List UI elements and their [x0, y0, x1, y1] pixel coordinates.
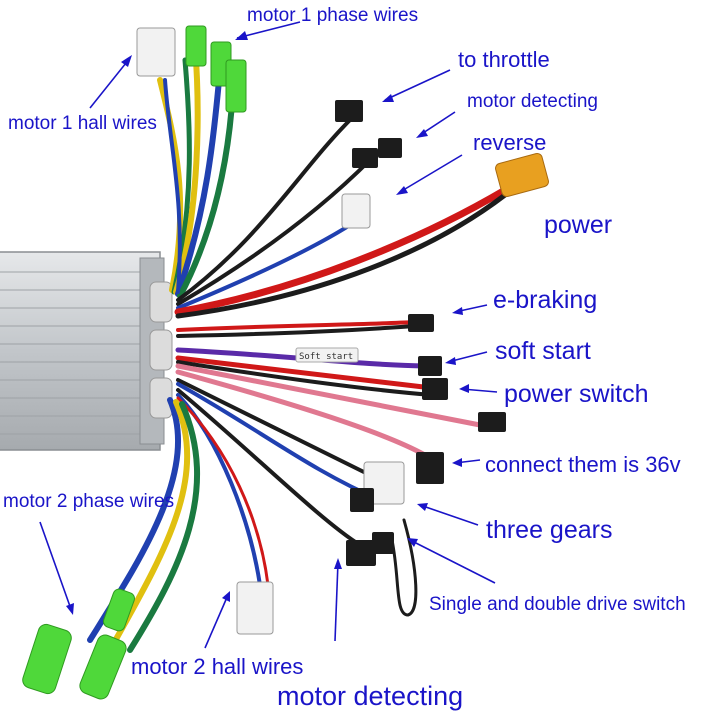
label-motor2-phase-wires: motor 2 phase wires — [3, 491, 175, 512]
label-power: power — [544, 211, 613, 239]
label-power-switch: power switch — [504, 380, 649, 408]
upper-signal-wires — [174, 100, 549, 319]
label-soft-start: soft start — [495, 337, 591, 365]
label-to-throttle: to throttle — [458, 47, 550, 72]
label-motor1-phase-wires: motor 1 phase wires — [247, 5, 419, 26]
label-reverse: reverse — [473, 130, 547, 155]
label-e-braking: e-braking — [493, 286, 598, 314]
label-motor2-hall-wires: motor 2 hall wires — [131, 654, 304, 679]
label-motor-detecting-top: motor detecting — [467, 91, 598, 112]
label-motor-detecting-bottom: motor detecting — [277, 681, 464, 711]
pointer-arrows — [39, 21, 498, 649]
label-motor1-hall-wires: motor 1 hall wires — [8, 113, 157, 134]
soft-start-wire-tag: Soft start — [299, 352, 353, 362]
label-single-double-drive-switch: Single and double drive switch — [429, 594, 686, 615]
label-connect-36v: connect them is 36v — [485, 452, 681, 477]
lower-wire-bundle — [22, 378, 418, 700]
motor1-wire-bundle — [136, 25, 247, 299]
label-three-gears: three gears — [486, 516, 613, 544]
middle-signal-wires: Soft start — [175, 314, 506, 484]
controller-box — [0, 251, 173, 451]
